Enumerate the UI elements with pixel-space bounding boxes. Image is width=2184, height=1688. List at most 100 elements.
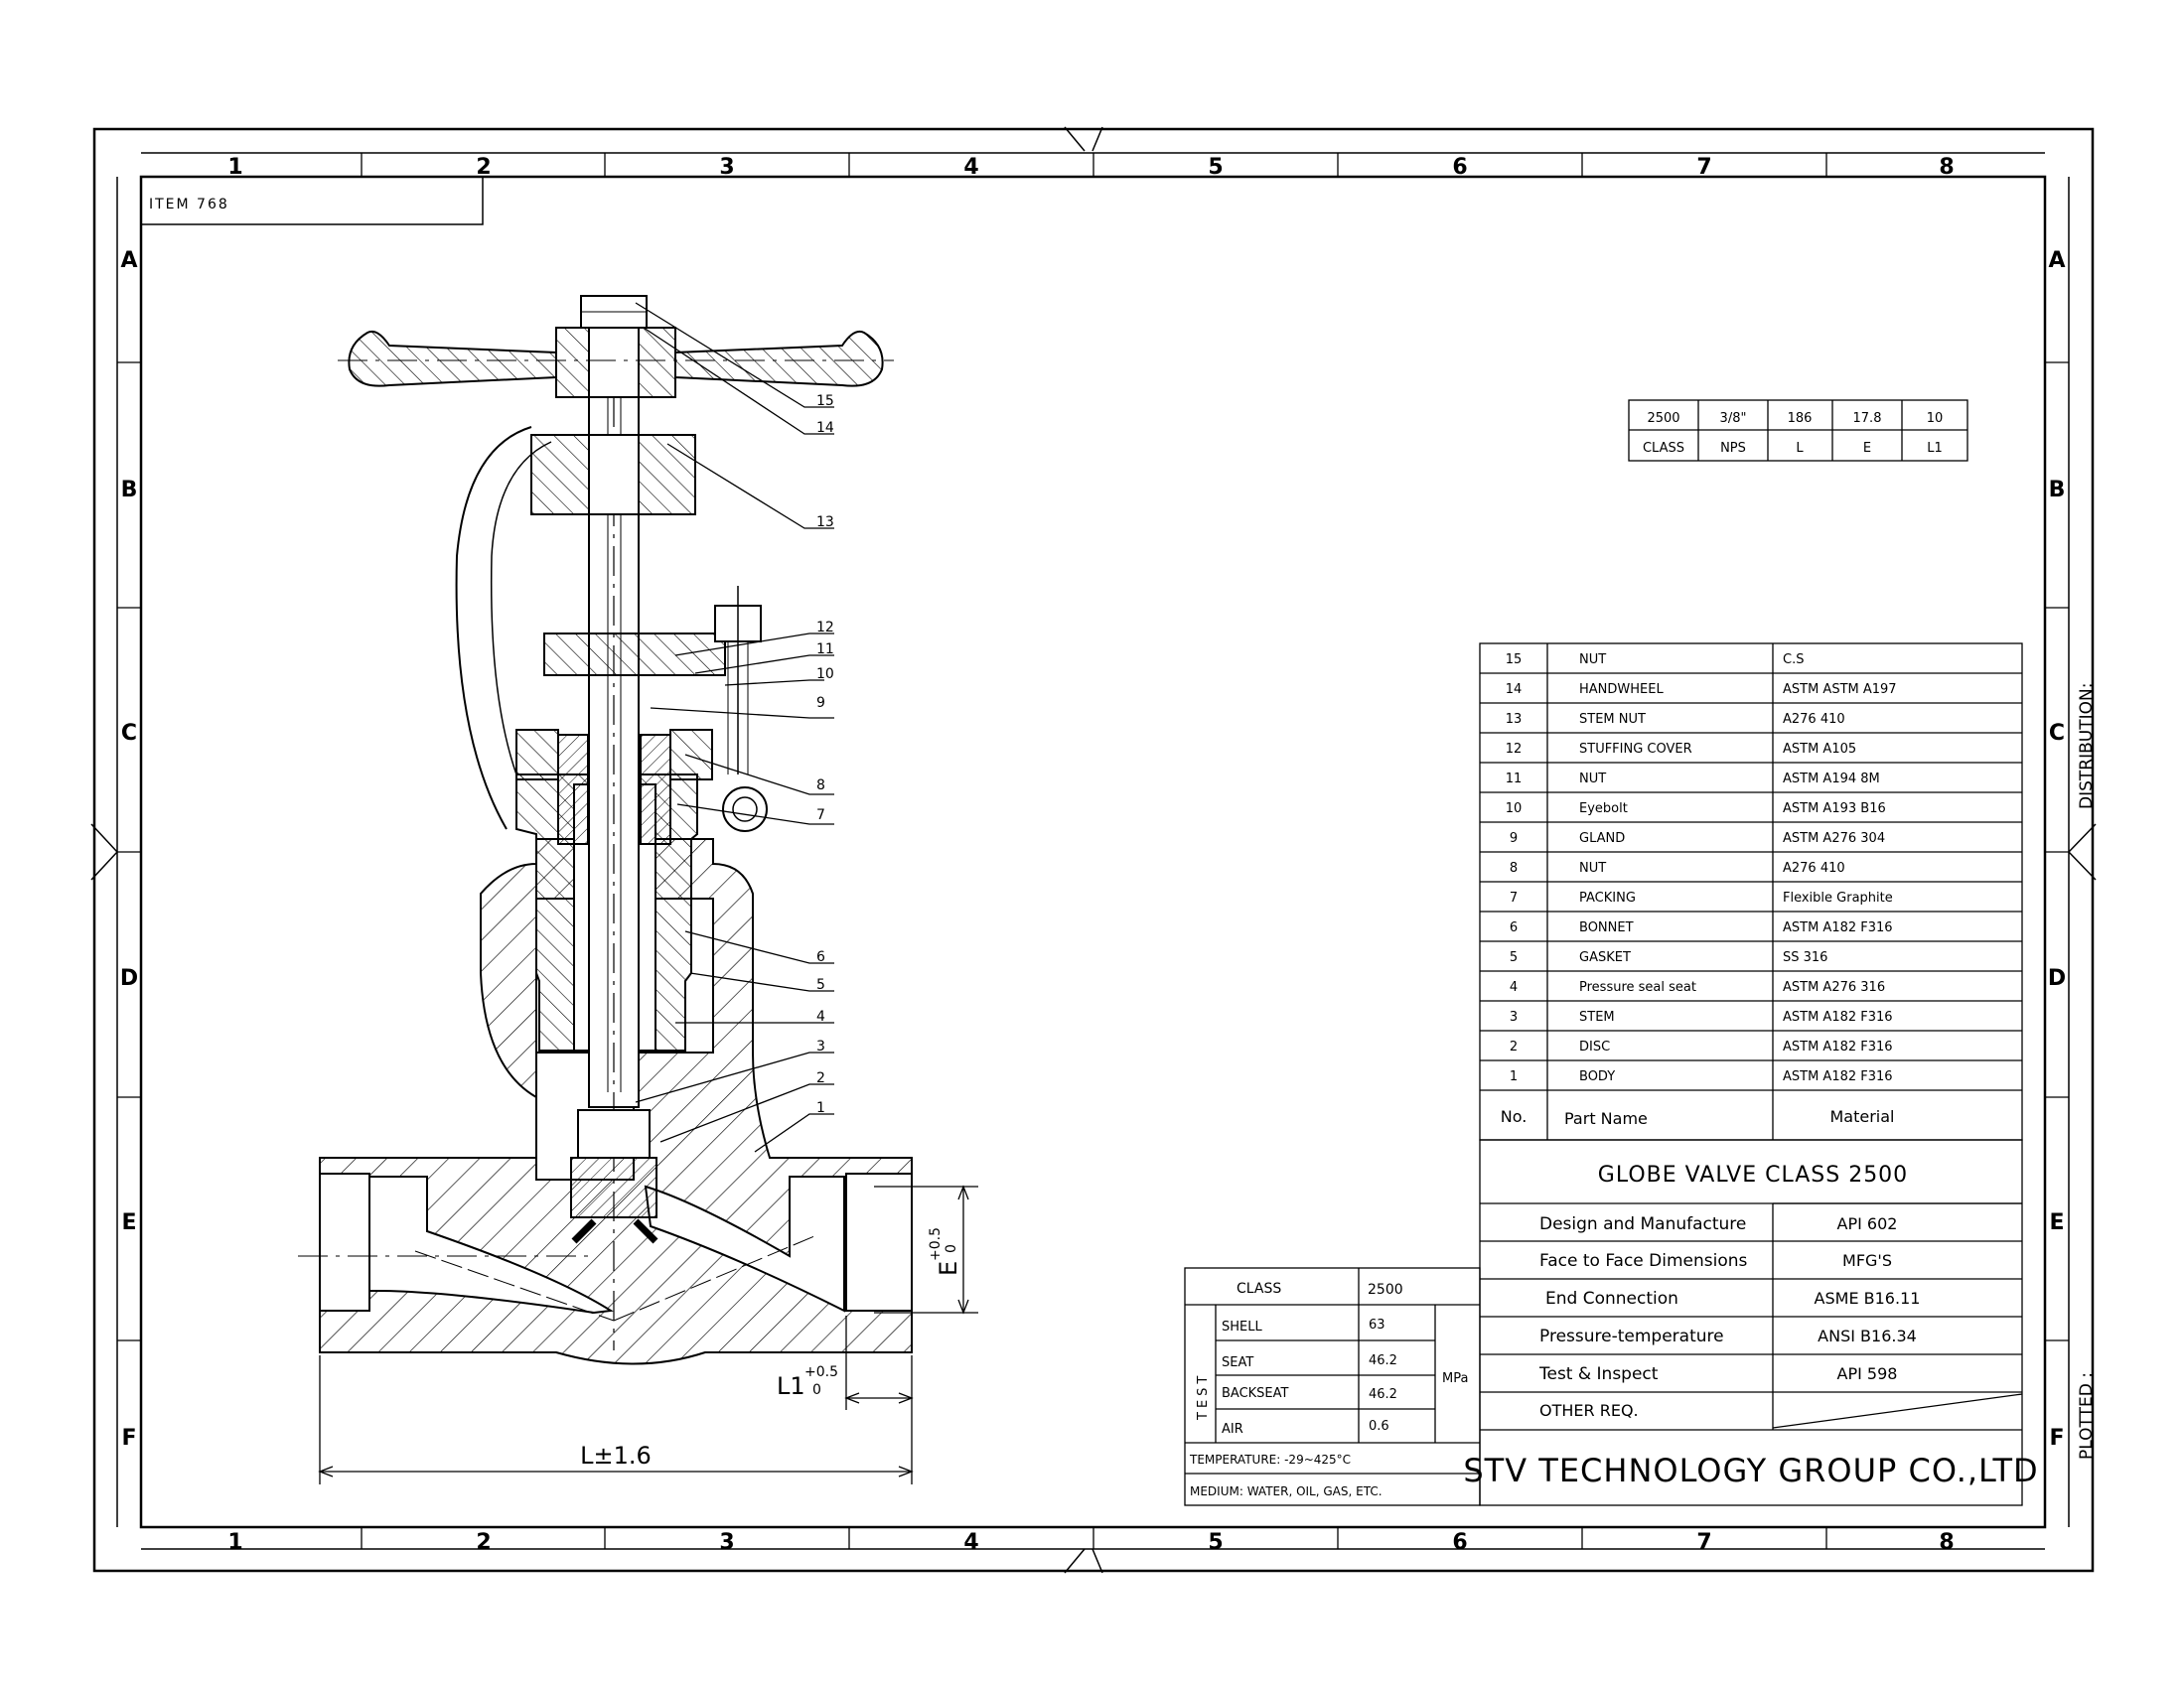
plotted-label: PLOTTED :	[2077, 1372, 2097, 1460]
item-label: ITEM 768	[149, 197, 229, 212]
dimension-labels: E +0.5 0 L1 +0.5 0 L±1.6	[580, 1227, 962, 1470]
balloon-label: 6	[816, 949, 825, 965]
bom-part-name: STEM	[1579, 1010, 1615, 1025]
col-label: 4	[963, 155, 978, 180]
row-label: F	[2049, 1426, 2064, 1451]
col-label: 1	[227, 155, 242, 180]
handwheel	[348, 330, 557, 387]
col-label: 3	[719, 1530, 734, 1555]
dim-value: 3/8"	[1720, 411, 1747, 426]
bom-header-material: Material	[1830, 1107, 1895, 1126]
test-row-value: 46.2	[1369, 1353, 1397, 1368]
leader-lines	[635, 302, 834, 1153]
test-class-label: CLASS	[1237, 1281, 1281, 1297]
dimensions	[318, 1185, 978, 1484]
bom-part-name: Pressure seal seat	[1579, 980, 1696, 995]
dim-e-tol-plus: +0.5	[928, 1227, 944, 1261]
balloon-label: 9	[816, 695, 825, 711]
dimension-table	[1628, 399, 1968, 462]
dimension-table-text: 2500 3/8" 186 17.8 10 CLASS NPS L E L1	[1643, 411, 1943, 456]
bom-no: 15	[1506, 652, 1523, 667]
dim-header: NPS	[1720, 441, 1746, 456]
balloon-label: 3	[816, 1039, 825, 1055]
table-row: 1 BODY ASTM A182 F316	[1510, 1069, 1893, 1084]
bom-material: SS 316	[1783, 950, 1827, 965]
bom-material: ASTM A194 8M	[1783, 772, 1880, 786]
balloon-label: 14	[816, 420, 834, 436]
bom-no: 1	[1510, 1069, 1518, 1084]
spec-label: OTHER REQ.	[1539, 1401, 1639, 1420]
spec-value: MFG'S	[1842, 1251, 1892, 1270]
title-block-text: GLOBE VALVE CLASS 2500 Design and Manufa…	[1463, 1163, 2038, 1489]
bom-material: Flexible Graphite	[1783, 891, 1893, 906]
bom-part-name: BONNET	[1579, 920, 1634, 935]
balloon-label: 2	[816, 1070, 825, 1086]
test-row-label: SEAT	[1222, 1355, 1253, 1370]
table-row: 7 PACKING Flexible Graphite	[1510, 891, 1893, 906]
spec-label: Pressure-temperature	[1539, 1327, 1724, 1346]
dim-header: L1	[1927, 441, 1943, 456]
spec-value: ASME B16.11	[1815, 1289, 1921, 1308]
bom-part-name: STEM NUT	[1579, 712, 1646, 727]
row-label: F	[121, 1426, 136, 1451]
col-label: 2	[476, 1530, 491, 1555]
bom-material: A276 410	[1783, 861, 1845, 876]
bom-no: 11	[1506, 772, 1523, 786]
balloon-label: 15	[816, 393, 834, 409]
test-table-text: CLASS 2500 TEST SHELL 63 SEAT 46.2 BACKS…	[1189, 1281, 1468, 1498]
row-label: C	[2049, 721, 2065, 746]
spec-label: Design and Manufacture	[1539, 1214, 1746, 1234]
bom-part-name: HANDWHEEL	[1579, 682, 1664, 697]
balloon-labels: 15 14 13 12 11 10 9 8 7 6 5 4 3 2 1	[816, 393, 834, 1116]
test-class-value: 2500	[1368, 1282, 1403, 1298]
bom-material: ASTM A182 F316	[1783, 1069, 1893, 1084]
balloon-label: 8	[816, 777, 825, 793]
bom-part-name: DISC	[1579, 1040, 1610, 1055]
dim-value: 186	[1788, 411, 1813, 426]
gland	[515, 729, 559, 780]
spec-value: API 598	[1837, 1364, 1898, 1383]
spec-value: API 602	[1837, 1214, 1898, 1233]
column-labels-top: 1 2 3 4 5 6 7 8	[227, 155, 1954, 180]
packing-right	[640, 734, 671, 845]
bom-header-name: Part Name	[1564, 1109, 1648, 1128]
bom-no: 10	[1506, 801, 1523, 816]
title-block	[1479, 1139, 2023, 1506]
bom-no: 8	[1510, 861, 1518, 876]
dim-l1-tol-zero: 0	[812, 1382, 821, 1398]
bom-no: 7	[1510, 891, 1518, 906]
bom-header-no: No.	[1501, 1107, 1528, 1126]
balloon-label: 12	[816, 620, 834, 635]
test-medium: MEDIUM: WATER, OIL, GAS, ETC.	[1190, 1484, 1383, 1498]
bom-material: ASTM A276 316	[1783, 980, 1885, 995]
test-row-value: 0.6	[1369, 1419, 1389, 1434]
row-label: D	[2048, 966, 2066, 991]
row-label: D	[120, 966, 138, 991]
row-label: A	[120, 248, 137, 273]
col-label: 5	[1208, 155, 1223, 180]
col-label: 7	[1696, 1530, 1711, 1555]
company-name: STV TECHNOLOGY GROUP CO.,LTD	[1463, 1452, 2038, 1489]
packing-left	[557, 734, 589, 845]
balloon-label: 1	[816, 1100, 825, 1116]
bom-material: ASTM ASTM A197	[1783, 682, 1897, 697]
column-labels-bottom: 1 2 3 4 5 6 7 8	[227, 1530, 1954, 1555]
balloon-label: 13	[816, 514, 834, 530]
bom-part-name: GLAND	[1579, 831, 1625, 846]
test-label: TEST	[1196, 1372, 1211, 1421]
bom-part-name: BODY	[1579, 1069, 1615, 1084]
row-label: B	[121, 478, 138, 502]
bom-part-name: PACKING	[1579, 891, 1636, 906]
col-label: 8	[1939, 155, 1954, 180]
